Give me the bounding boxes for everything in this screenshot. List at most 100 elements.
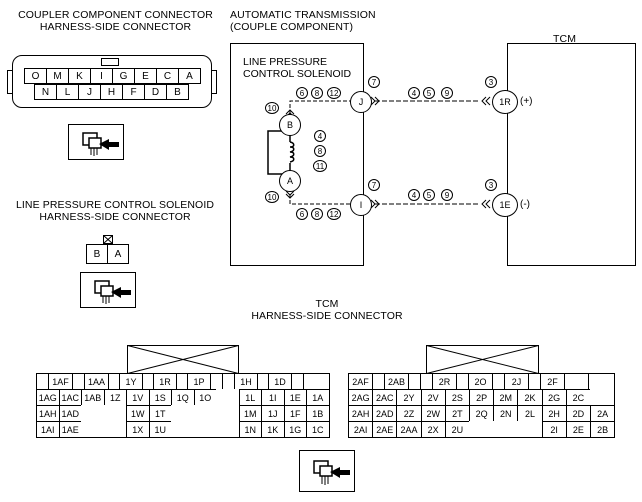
tcm-pin: 2S — [444, 389, 470, 406]
tcm-pin: 1O — [193, 389, 217, 406]
tcm-pin: 1AB — [81, 389, 105, 406]
ref-circle: 8 — [311, 87, 323, 99]
at-title-line1: AUTOMATIC TRANSMISSION — [230, 9, 376, 21]
solenoid-label-line2: CONTROL SOLENOID — [243, 68, 352, 80]
tcm-pin: 2A — [590, 405, 616, 422]
tcm-pin: 2F — [540, 373, 565, 390]
at-box — [230, 43, 364, 266]
solenoid-pin-a: A — [107, 244, 129, 264]
tcm-pin: 2K — [517, 389, 543, 406]
coupler-connector-tab-left — [7, 70, 13, 94]
plug-arrow-icon — [313, 460, 350, 485]
tcm-pin: 1J — [261, 405, 285, 422]
tcm-pin: 1Y — [119, 373, 143, 390]
tcm-pin: 2L — [517, 405, 543, 422]
tcm-pin-1e: 1E — [492, 193, 518, 217]
tcm-pin: 2AB — [384, 373, 409, 390]
polarity-negative: (-) — [520, 199, 530, 210]
tcm-pin: 1K — [261, 421, 285, 438]
tcm-pin: 2AD — [372, 405, 398, 422]
tcm-pin: 2R — [432, 373, 457, 390]
coupler-connector-title: COUPLER COMPONENT CONNECTOR HARNESS-SIDE… — [8, 9, 223, 33]
tcm-pin: 1AA — [84, 373, 109, 390]
ref-circle: 4 — [408, 87, 420, 99]
tcm-pin: 1Q — [171, 389, 195, 406]
ref-circle: 7 — [368, 76, 380, 88]
coupler-title-line2: HARNESS-SIDE CONNECTOR — [39, 21, 192, 33]
tcm-pin: 2M — [493, 389, 519, 406]
tcm-pin: 1G — [283, 421, 307, 438]
ref-circle: 9 — [441, 189, 453, 201]
solenoid-node-b: B — [279, 114, 301, 136]
tcm-box-label: TCM — [553, 33, 577, 45]
connector-i: I — [350, 194, 372, 216]
tcm-pin: 1S — [148, 389, 172, 406]
tcm-pin: 2D — [565, 405, 591, 422]
ref-circle: 4 — [408, 189, 420, 201]
solenoid-title-line1: LINE PRESSURE CONTROL SOLENOID — [15, 199, 215, 211]
coupler-pin: N — [34, 84, 57, 100]
tcm-pin: 2B — [590, 421, 616, 438]
ref-circle: 5 — [423, 189, 435, 201]
ref-circle: 9 — [441, 87, 453, 99]
tcm-pin: 2AI — [348, 421, 374, 438]
tcm-title-line1: TCM — [315, 298, 339, 310]
ref-circle: 3 — [485, 76, 497, 88]
ref-circle: 7 — [368, 179, 380, 191]
tcm-pin: 2J — [504, 373, 529, 390]
tcm-pin: 1AE — [58, 421, 82, 438]
tcm-pin — [81, 405, 105, 422]
solenoid-node-a: A — [279, 170, 301, 192]
tcm-pin: 2I — [541, 421, 567, 438]
tcm-pin: 2T — [444, 405, 470, 422]
ref-circle: 11 — [313, 160, 327, 172]
ref-circle: 8 — [311, 208, 323, 220]
tcm-pin: 2U — [444, 421, 470, 438]
tcm-pin: 1U — [148, 421, 172, 438]
coupler-connector-body — [12, 55, 212, 108]
connector-j: J — [350, 91, 372, 113]
tcm-pin: 2Y — [396, 389, 422, 406]
coupler-pin: B — [166, 84, 189, 100]
at-title: AUTOMATIC TRANSMISSION (COUPLE COMPONENT… — [230, 9, 376, 33]
tcm-pin: 2P — [469, 389, 495, 406]
plug-arrow-icon — [94, 280, 131, 304]
tcm-box — [507, 43, 636, 266]
tcm-pin: 1W — [126, 405, 150, 422]
tcm-pin: 1AD — [58, 405, 82, 422]
tcm-pin: 1AI — [36, 421, 60, 438]
connector-view-icon-3 — [299, 450, 355, 492]
tcm-pin: 1B — [306, 405, 330, 422]
tcm-pin — [517, 421, 543, 438]
tcm-pin: 2X — [420, 421, 446, 438]
tcm-pin: 1AC — [58, 389, 82, 406]
tcm-pin: 1V — [126, 389, 150, 406]
tcm-pin-1r: 1R — [492, 90, 518, 114]
tcm-pin — [493, 421, 519, 438]
tcm-pin — [590, 389, 616, 406]
ref-circle: 4 — [314, 130, 326, 142]
coupler-title-line1: COUPLER COMPONENT CONNECTOR — [18, 9, 213, 21]
tcm-pin — [193, 405, 217, 422]
connector-view-icon-1 — [68, 124, 124, 160]
solenoid-connector-latch — [103, 235, 113, 244]
at-title-line2: (COUPLE COMPONENT) — [230, 21, 354, 33]
tcm-pin — [171, 405, 195, 422]
ref-circle: 12 — [327, 87, 341, 99]
tcm-pin — [216, 389, 240, 406]
tcm-pin: 2H — [541, 405, 567, 422]
ref-circle: 8 — [314, 145, 326, 157]
tcm-pin: 1D — [268, 373, 292, 390]
ref-circle: 3 — [485, 179, 497, 191]
tcm-pin: 2AF — [348, 373, 373, 390]
ref-circle: 10 — [265, 102, 279, 114]
tcm-pin: 1R — [153, 373, 177, 390]
tcm-pin: 1A — [306, 389, 330, 406]
tcm-pin: 2AE — [372, 421, 398, 438]
tcm-pin: 1F — [283, 405, 307, 422]
tcm-pin: 2AG — [348, 389, 374, 406]
tcm-pin: 2W — [420, 405, 446, 422]
tcm-pin: 2E — [565, 421, 591, 438]
